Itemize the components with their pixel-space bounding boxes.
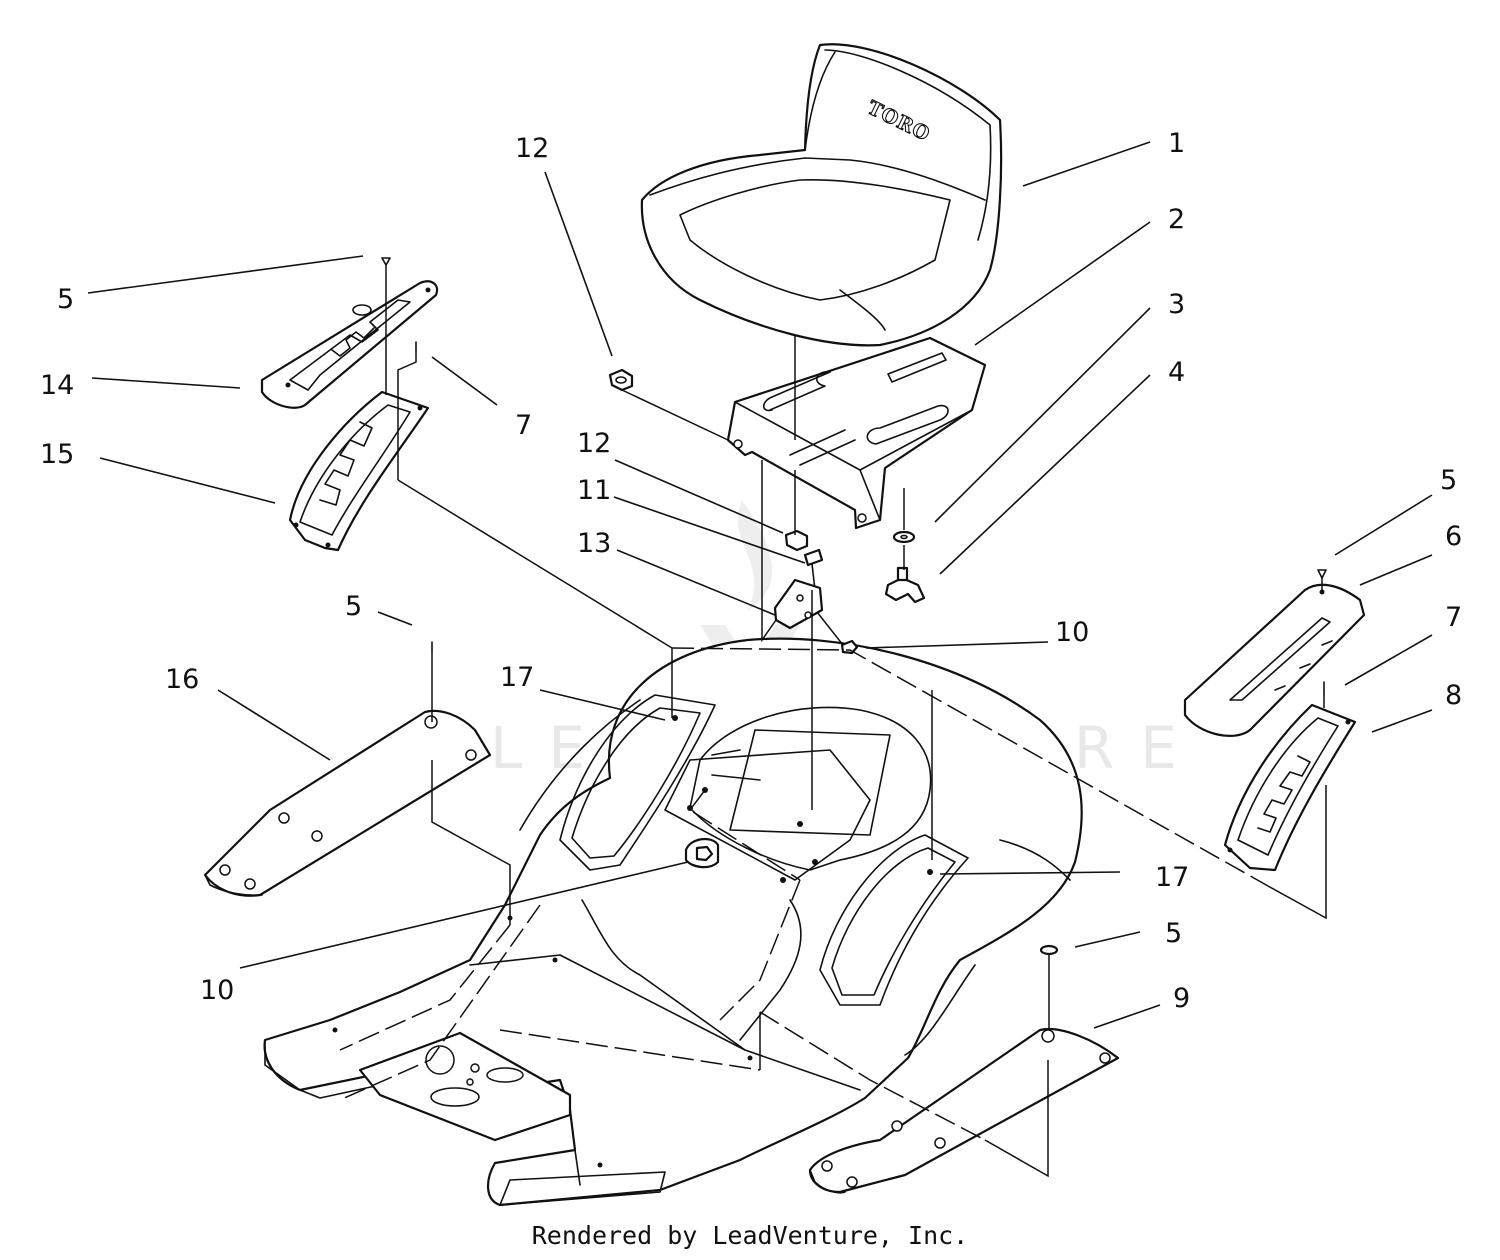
callout-14: 14 (40, 370, 74, 401)
seat-bracket (726, 336, 987, 530)
left-shift-plate-14 (260, 280, 439, 409)
fender-body (263, 637, 1083, 1207)
callout-2: 2 (1168, 204, 1185, 235)
screws (381, 257, 1327, 956)
callout-17-left: 17 (500, 662, 534, 693)
callout-6: 6 (1445, 521, 1462, 552)
callout-9: 9 (1173, 983, 1190, 1014)
callout-10-upper: 10 (1055, 617, 1089, 648)
callout-11: 11 (577, 475, 611, 506)
callout-12-top: 12 (515, 133, 549, 164)
callout-10-lower: 10 (200, 975, 234, 1006)
seat: TORO (640, 43, 1003, 347)
callout-4: 4 (1168, 357, 1185, 388)
callout-5-right: 5 (1440, 465, 1457, 496)
right-floor-plate-9 (808, 1027, 1120, 1194)
body-mount-holes (332, 715, 933, 1168)
callout-7-right: 7 (1445, 602, 1462, 633)
leader-lines (87, 141, 1433, 1029)
assembly-lines (339, 265, 1327, 1178)
hardware (608, 368, 926, 655)
right-shift-plate-6 (1183, 583, 1366, 737)
left-shift-guide-15 (288, 390, 430, 552)
callout-labels: 1 2 3 4 5 14 7 15 12 11 13 5 6 7 8 5 16 … (40, 128, 1462, 1014)
callout-12-lower: 12 (577, 428, 611, 459)
callout-5-bottom-right: 5 (1165, 918, 1182, 949)
callout-5-top-left: 5 (57, 284, 74, 315)
callout-1: 1 (1168, 128, 1185, 159)
callout-17-right: 17 (1155, 862, 1189, 893)
callout-15: 15 (40, 439, 74, 470)
footer-credit: Rendered by LeadVenture, Inc. (531, 1221, 969, 1250)
callout-13: 13 (577, 528, 611, 559)
callout-7-left: 7 (515, 410, 532, 441)
callout-3: 3 (1168, 289, 1185, 320)
right-shift-guide-8 (1223, 703, 1357, 872)
left-floor-plate-16 (203, 709, 492, 897)
callout-5-left-mid: 5 (345, 591, 362, 622)
callout-8: 8 (1445, 680, 1462, 711)
callout-16: 16 (165, 664, 199, 695)
